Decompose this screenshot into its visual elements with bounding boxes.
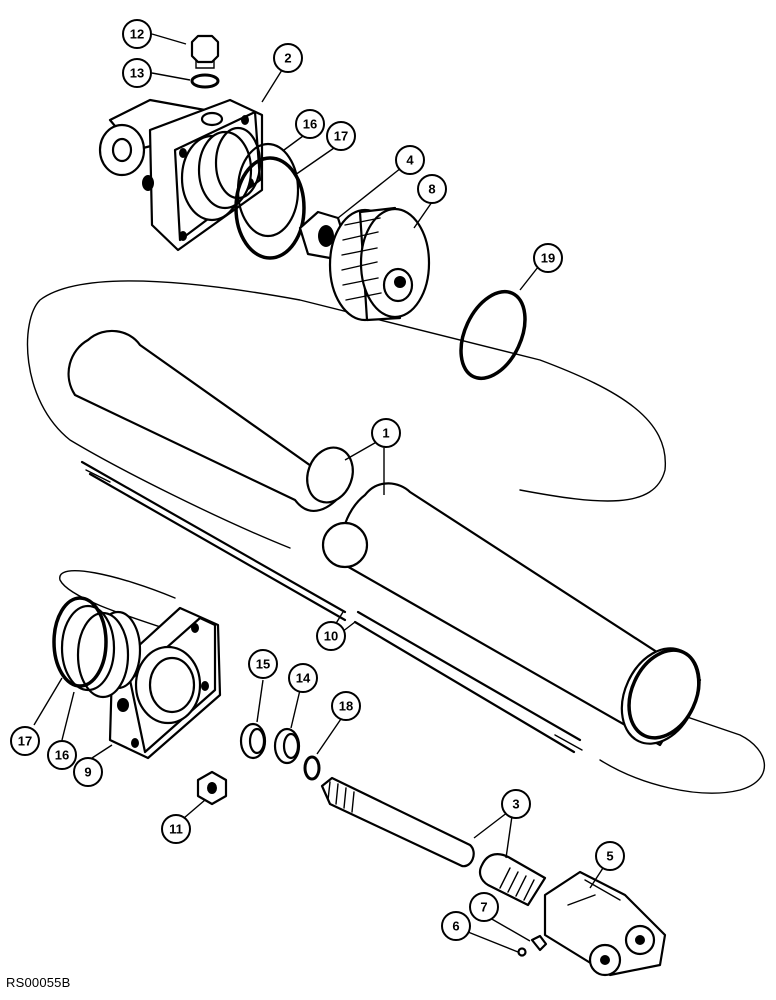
lower-phantom-envelope bbox=[59, 569, 766, 794]
svg-text:18: 18 bbox=[339, 699, 353, 714]
hex-nut-11 bbox=[196, 770, 228, 806]
callout-13: 13 bbox=[122, 58, 152, 88]
svg-text:5: 5 bbox=[606, 849, 613, 864]
callout-6: 6 bbox=[441, 911, 471, 941]
tie-rod-10 bbox=[80, 460, 583, 754]
callout-19: 19 bbox=[533, 243, 563, 273]
rear-end-cap bbox=[98, 98, 264, 252]
clevis-5 bbox=[543, 870, 667, 977]
callout-17-top: 17 bbox=[326, 121, 356, 151]
oring-18 bbox=[303, 755, 321, 781]
callout-7: 7 bbox=[469, 892, 499, 922]
svg-text:3: 3 bbox=[512, 797, 519, 812]
svg-text:10: 10 bbox=[324, 629, 338, 644]
callout-16-bottom: 16 bbox=[47, 740, 77, 770]
svg-text:19: 19 bbox=[541, 251, 555, 266]
svg-text:17: 17 bbox=[18, 734, 32, 749]
svg-text:11: 11 bbox=[169, 822, 183, 837]
wear-ring-15-inner bbox=[248, 727, 266, 755]
oring-19 bbox=[459, 289, 527, 381]
callout-15: 15 bbox=[248, 649, 278, 679]
svg-text:7: 7 bbox=[480, 900, 487, 915]
piston-8 bbox=[328, 206, 431, 322]
callout-5: 5 bbox=[595, 841, 625, 871]
callout-11: 11 bbox=[161, 814, 191, 844]
cylinder-barrel bbox=[67, 329, 702, 747]
wear-ring-15 bbox=[239, 722, 267, 760]
callout-14: 14 bbox=[288, 663, 318, 693]
callout-4: 4 bbox=[395, 145, 425, 175]
svg-text:13: 13 bbox=[130, 66, 144, 81]
ball-6 bbox=[517, 947, 527, 957]
oring-17-bottom bbox=[52, 596, 108, 688]
svg-text:4: 4 bbox=[406, 153, 414, 168]
svg-text:1: 1 bbox=[382, 426, 389, 441]
seal-ring-16-bottom bbox=[60, 604, 116, 692]
callout-17-bottom: 17 bbox=[10, 726, 40, 756]
svg-text:14: 14 bbox=[296, 671, 311, 686]
svg-text:2: 2 bbox=[284, 51, 291, 66]
callout-8: 8 bbox=[417, 174, 447, 204]
figure-reference-code: RS00055B bbox=[6, 975, 71, 990]
svg-text:8: 8 bbox=[428, 182, 435, 197]
svg-text:17: 17 bbox=[334, 129, 348, 144]
svg-text:16: 16 bbox=[55, 748, 69, 763]
callout-9: 9 bbox=[73, 757, 103, 787]
ring-14-inner bbox=[282, 732, 300, 760]
callout-18: 18 bbox=[331, 691, 361, 721]
callout-1: 1 bbox=[371, 418, 401, 448]
washer-13 bbox=[190, 73, 220, 89]
piston-rod-3 bbox=[320, 776, 547, 907]
callout-12: 12 bbox=[122, 19, 152, 49]
callout-2: 2 bbox=[273, 43, 303, 73]
svg-text:12: 12 bbox=[130, 27, 144, 42]
callout-16-top: 16 bbox=[295, 109, 325, 139]
leader-lines bbox=[33, 33, 604, 953]
callout-3: 3 bbox=[501, 789, 531, 819]
upper-phantom-envelope bbox=[26, 280, 666, 549]
svg-text:6: 6 bbox=[452, 919, 459, 934]
svg-text:15: 15 bbox=[256, 657, 270, 672]
grease-fitting-7 bbox=[530, 934, 548, 952]
oring-17-top bbox=[234, 156, 306, 260]
ring-14 bbox=[273, 727, 301, 765]
svg-text:9: 9 bbox=[84, 765, 91, 780]
svg-text:16: 16 bbox=[303, 117, 317, 132]
head-end-cap bbox=[76, 606, 222, 760]
plug-12 bbox=[190, 34, 220, 69]
callout-10: 10 bbox=[316, 621, 346, 651]
